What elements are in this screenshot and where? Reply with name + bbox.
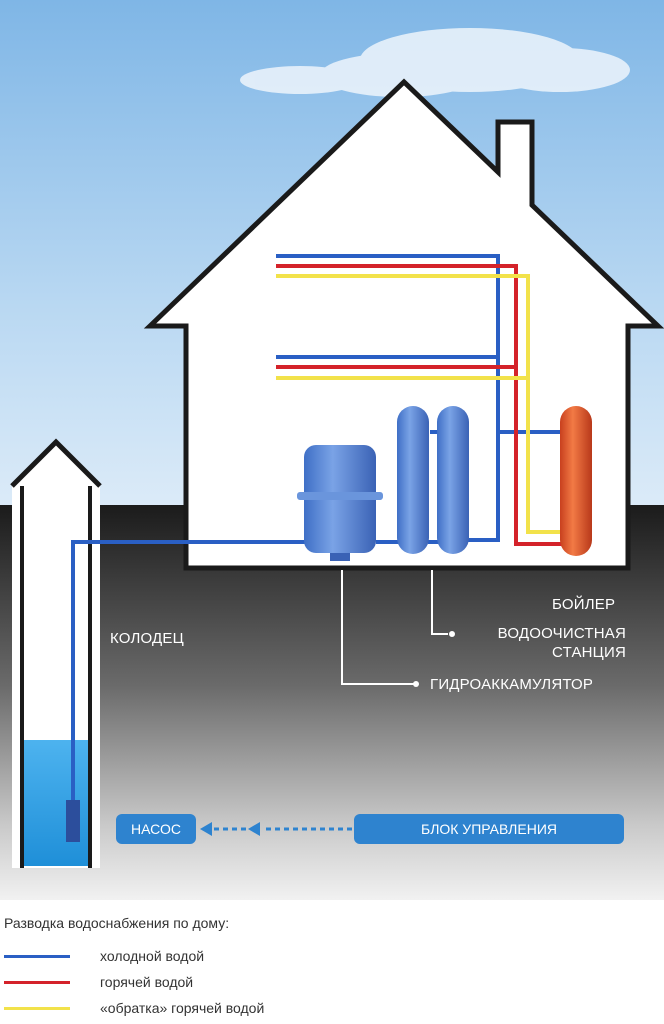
pump-label: НАСОС bbox=[116, 814, 196, 844]
legend-swatch-cold bbox=[4, 954, 70, 958]
legend-label-hot: горячей водой bbox=[100, 974, 194, 990]
leader-dots bbox=[413, 631, 455, 687]
boiler-tank bbox=[560, 406, 592, 556]
control-unit-label: БЛОК УПРАВЛЕНИЯ bbox=[354, 814, 624, 844]
legend-item-return: «обратка» горячей водой bbox=[4, 998, 264, 1018]
accumulator-tank bbox=[297, 445, 383, 561]
legend-swatch-hot bbox=[4, 980, 70, 984]
legend-item-cold: холодной водой bbox=[4, 946, 204, 966]
legend-label-cold: холодной водой bbox=[100, 948, 205, 964]
cloud bbox=[240, 28, 630, 97]
legend-swatch-return bbox=[4, 1006, 70, 1010]
cold-supply-pipe bbox=[71, 540, 310, 800]
leader-lines bbox=[341, 570, 448, 685]
legend-title: Разводка водоснабжения по дому: bbox=[4, 915, 230, 931]
return-pipes bbox=[276, 274, 562, 534]
purification-station-label: ВОДООЧИСТНАЯ СТАНЦИЯ bbox=[497, 625, 626, 661]
well-shaft bbox=[10, 438, 102, 868]
purification-columns bbox=[397, 406, 469, 554]
pump-unit bbox=[66, 800, 80, 842]
house bbox=[143, 78, 664, 571]
well-label: КОЛОДЕЦ bbox=[110, 630, 184, 647]
accumulator-label: ГИДРОАККАМУЛЯТОР bbox=[430, 676, 594, 693]
boiler-label: БОЙЛЕР bbox=[552, 596, 616, 613]
legend-item-hot: горячей водой bbox=[4, 972, 193, 992]
hot-pipes bbox=[276, 264, 562, 546]
control-arrow bbox=[200, 822, 352, 836]
legend-label-return: «обратка» горячей водой bbox=[100, 1000, 265, 1016]
legend-background bbox=[0, 900, 664, 1024]
